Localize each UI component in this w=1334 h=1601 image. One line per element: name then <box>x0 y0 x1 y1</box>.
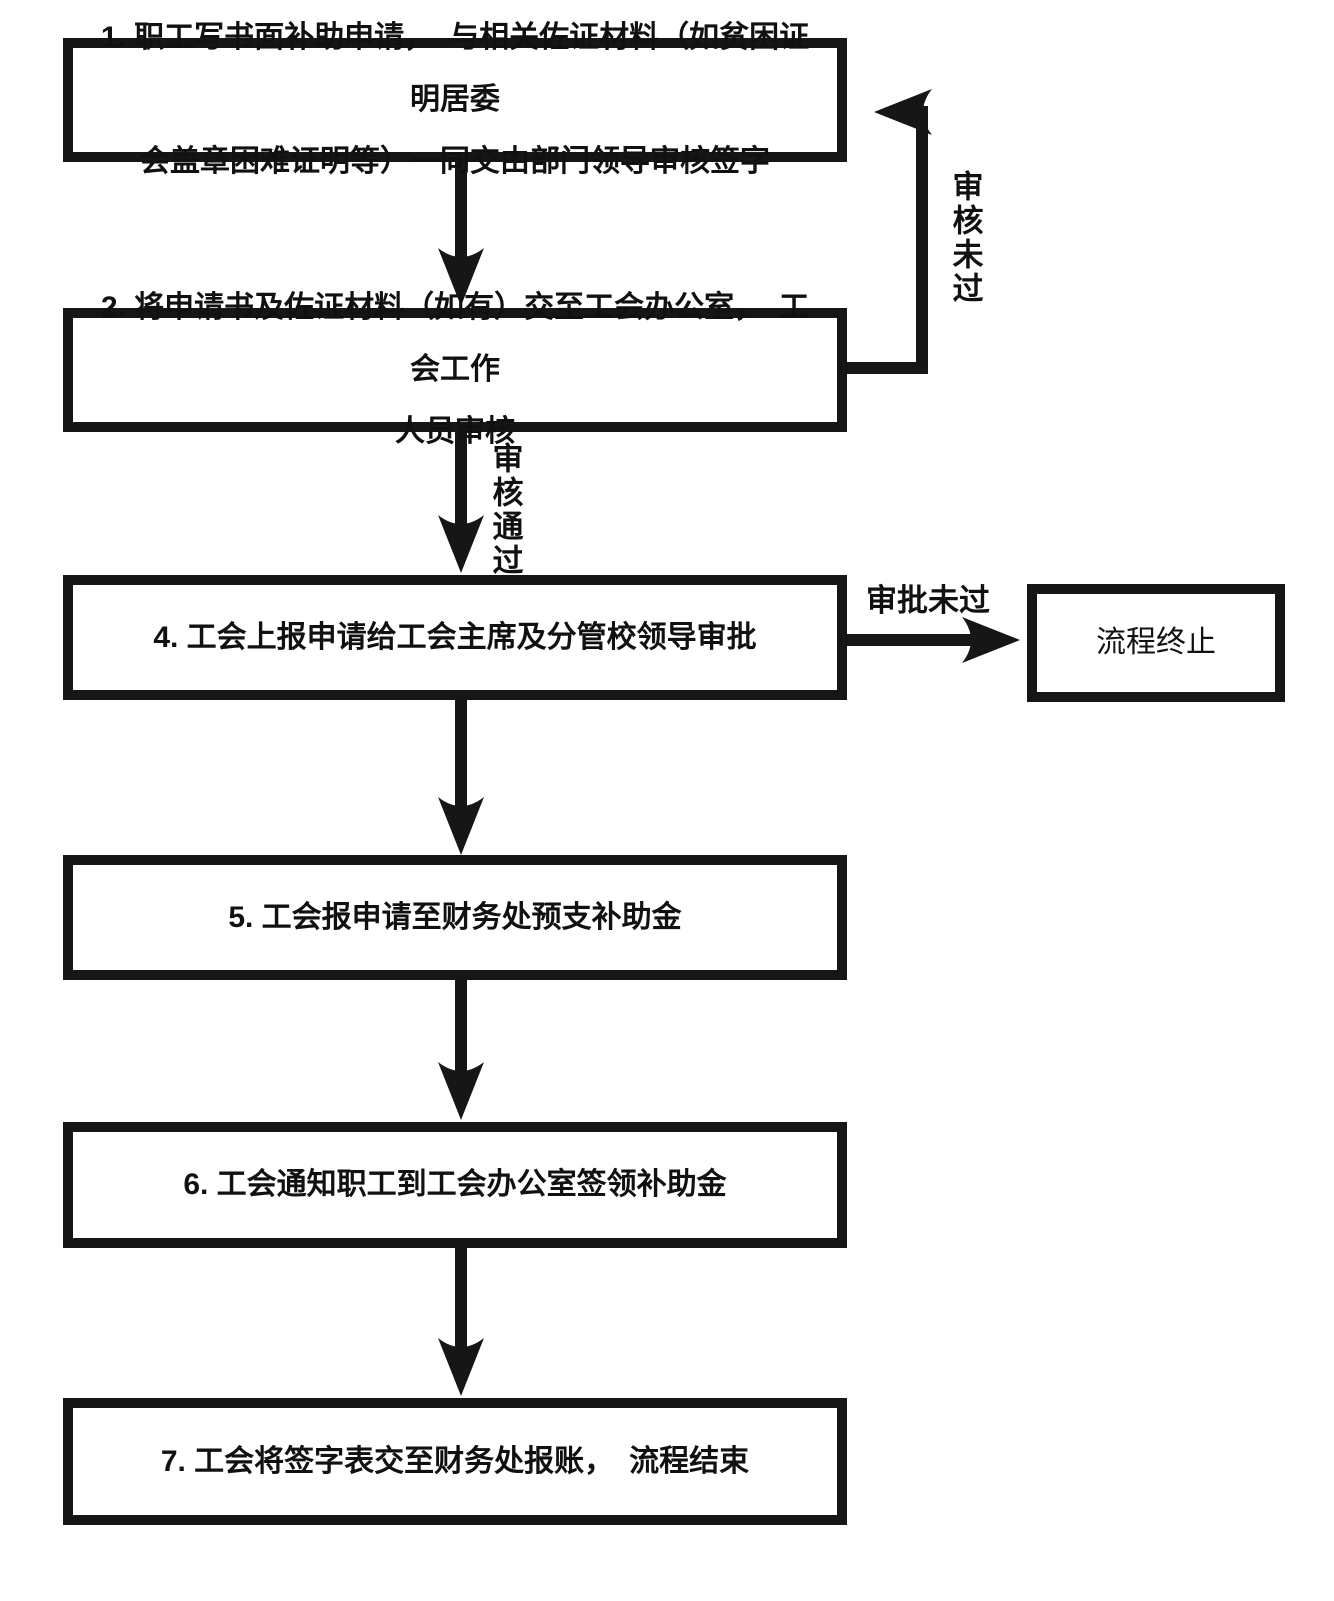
flow-node-step4: 4. 工会上报申请给工会主席及分管校领导审批 <box>63 575 847 700</box>
flow-node-step5: 5. 工会报申请至财务处预支补助金 <box>63 855 847 980</box>
flow-node-terminate: 流程终止 <box>1027 584 1285 702</box>
flow-node-step7: 7. 工会将签字表交至财务处报账， 流程结束 <box>63 1398 847 1525</box>
edge-label-approval-failed: 审批未过 <box>866 583 990 618</box>
flow-node-step2: 2. 将申请书及佐证材料（如有）交至工会办公室， 工会工作 人员审核 <box>63 291 847 448</box>
edge-label-review-failed: 审核未过 <box>947 170 983 306</box>
flow-node-step6: 6. 工会通知职工到工会办公室签领补助金 <box>63 1122 847 1248</box>
edge-label-review-passed: 审核通过 <box>487 442 523 578</box>
flow-node-step1: 1. 职工写书面补助申请， 与相关佐证材料（如贫困证明居委 会盖章困难证明等）一… <box>63 21 847 178</box>
arrow-loop-step2-to-step1 <box>843 106 928 374</box>
